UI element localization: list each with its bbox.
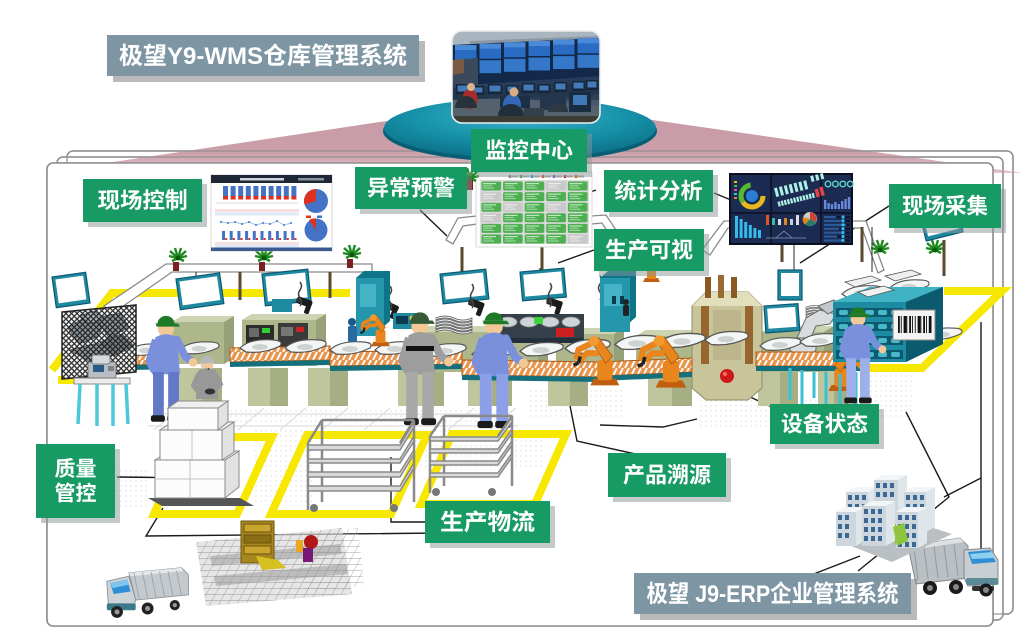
svg-text:管控: 管控 [55, 483, 97, 506]
svg-text:统计分析: 统计分析 [615, 179, 703, 204]
svg-text:产品溯源: 产品溯源 [623, 463, 711, 488]
svg-text:设备状态: 设备状态 [781, 412, 868, 437]
svg-text:生产物流: 生产物流 [440, 509, 535, 535]
svg-text:极望Y9-WMS仓库管理系统: 极望Y9-WMS仓库管理系统 [119, 43, 407, 70]
svg-text:质量: 质量 [55, 458, 97, 481]
svg-text:监控中心: 监控中心 [485, 138, 573, 163]
svg-text:极望 J9-ERP企业管理系统: 极望 J9-ERP企业管理系统 [647, 581, 899, 608]
svg-text:现场控制: 现场控制 [98, 188, 188, 213]
svg-text:生产可视: 生产可视 [605, 238, 693, 263]
svg-text:异常预警: 异常预警 [367, 176, 455, 201]
svg-text:现场采集: 现场采集 [902, 194, 988, 219]
